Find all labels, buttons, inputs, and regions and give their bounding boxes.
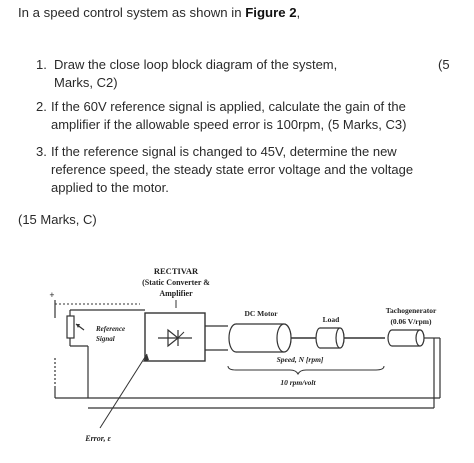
- question-marks: (5: [438, 57, 450, 72]
- figure-reference: Figure 2: [245, 5, 297, 20]
- question-line: Draw the close loop block diagram of the…: [54, 57, 338, 72]
- total-marks: (15 Marks, C): [18, 212, 97, 227]
- speed-label: Speed, N [rpm]: [277, 355, 324, 364]
- figure-2-diagram: RECTIVAR (Static Converter & Amplifier +…: [49, 266, 441, 443]
- potentiometer: [66, 315, 75, 339]
- reference-label-2: Signal: [96, 335, 115, 343]
- gain-label: 10 rpm/volt: [280, 378, 316, 387]
- intro-text: In a speed control system as shown in: [18, 5, 246, 20]
- error-label: Error, ε: [84, 434, 111, 443]
- question-line: amplifier if the allowable speed error i…: [51, 117, 407, 132]
- error-arrowhead: [143, 354, 149, 362]
- question-line: applied to the motor.: [51, 180, 169, 195]
- question-number: 3.: [36, 144, 47, 159]
- question-line: Marks, C2): [54, 75, 118, 90]
- question-text: Draw the close loop block diagram of the…: [54, 56, 394, 92]
- speed-brace: [227, 365, 385, 376]
- question-line: If the 60V reference signal is applied, …: [51, 99, 406, 114]
- tacho-end-right: [415, 329, 425, 347]
- intro-punct: ,: [296, 5, 301, 20]
- tacho-label-2: (0.06 V/rpm): [390, 317, 432, 326]
- thyristor-gate: [177, 331, 185, 339]
- dc-motor-label: DC Motor: [244, 309, 278, 318]
- motor-end-right: [276, 323, 292, 353]
- question-text: If the 60V reference signal is applied, …: [51, 98, 456, 134]
- tacho-label-1: Tachogenerator: [386, 306, 437, 315]
- question-text: If the reference signal is changed to 45…: [51, 143, 456, 197]
- thyristor-symbol: [167, 328, 179, 348]
- rectifier-label-2: (Static Converter &: [142, 278, 210, 287]
- reference-label-1: Reference: [95, 325, 125, 333]
- load-end-right: [335, 327, 345, 349]
- pot-wiper-arrow: [76, 324, 80, 328]
- error-arrow: [99, 353, 148, 429]
- rectifier-label-1: RECTIVAR: [154, 266, 199, 276]
- intro-sentence: In a speed control system as shown in Fi…: [18, 5, 300, 20]
- converter-block: [144, 312, 206, 362]
- question-number: 2.: [36, 99, 47, 114]
- question-line: If the reference signal is changed to 45…: [51, 144, 397, 159]
- question-number: 1.: [36, 57, 47, 72]
- load-label: Load: [323, 315, 341, 324]
- question-line: reference speed, the steady state error …: [51, 162, 414, 177]
- rectifier-label-3: Amplifier: [159, 289, 193, 298]
- plus-sign: +: [49, 290, 54, 300]
